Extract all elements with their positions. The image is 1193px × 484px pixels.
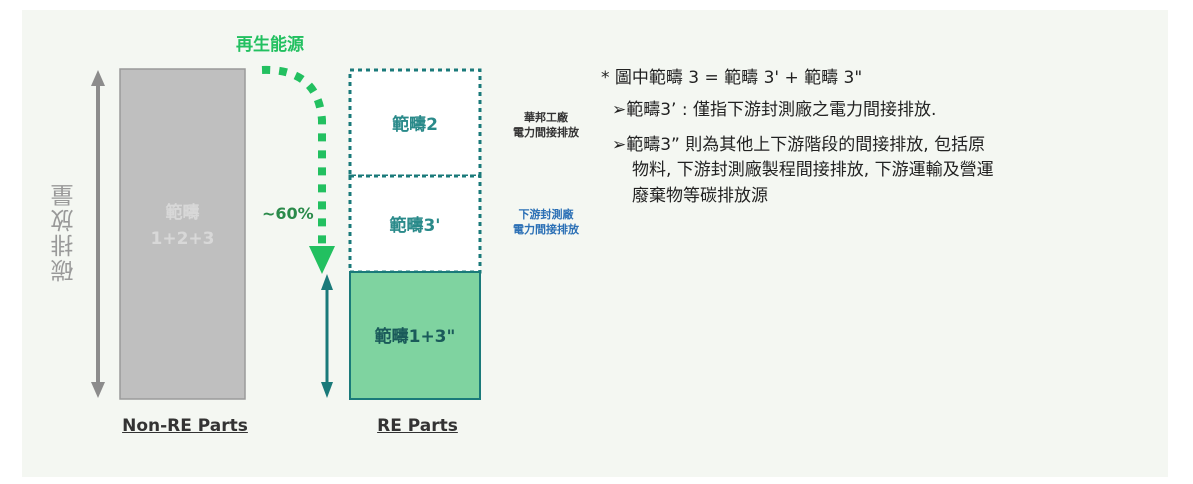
notes-title: * 圖中範疇 3 = 範疇 3' + 範疇 3" — [601, 68, 863, 88]
non-re-box-label: 範疇 1+2+3 — [120, 200, 245, 252]
non-re-parts-label: Non-RE Parts — [122, 416, 248, 436]
renewable-label: 再生能源 — [236, 35, 304, 55]
side-note-middle-line1: 下游封測廠 — [518, 208, 574, 221]
percent-label: ~60% — [262, 204, 314, 223]
notes-bullet2-line3: 廢棄物等碳排放源 — [632, 186, 768, 206]
side-note-middle-line2: 電力間接排放 — [513, 223, 579, 236]
side-note-top-line2: 電力間接排放 — [513, 126, 579, 139]
scope2-label: 範疇2 — [392, 115, 438, 135]
non-re-label-line2: 1+2+3 — [150, 229, 215, 249]
side-note-middle: 下游封測廠 電力間接排放 — [496, 207, 596, 237]
side-note-top: 華邦工廠 電力間接排放 — [496, 110, 596, 140]
scope13-box — [349, 271, 481, 400]
notes-bullet2-line1: ➢範疇3” 則為其他上下游階段的間接排放, 包括原 — [612, 135, 986, 155]
non-re-box — [119, 68, 246, 400]
scope3p-box — [348, 174, 482, 274]
notes-bullet2-line2: 物料, 下游封測廠製程間接排放, 下游運輸及營運 — [632, 160, 994, 180]
y-axis-label: 碳排放量 — [52, 182, 78, 282]
side-note-top-line1: 華邦工廠 — [524, 111, 568, 124]
notes-bullet1: ➢範疇3’ : 僅指下游封測廠之電力間接排放. — [612, 100, 937, 120]
re-height-arrow — [321, 274, 333, 398]
scope3p-label: 範疇3' — [389, 216, 441, 236]
scope2-box — [348, 68, 482, 178]
renewable-arrow — [261, 65, 335, 274]
scope13-label: 範疇1+3" — [374, 327, 456, 347]
y-axis-arrow — [91, 70, 105, 398]
re-parts-label: RE Parts — [377, 416, 458, 436]
non-re-label-line1: 範疇 — [165, 203, 200, 223]
